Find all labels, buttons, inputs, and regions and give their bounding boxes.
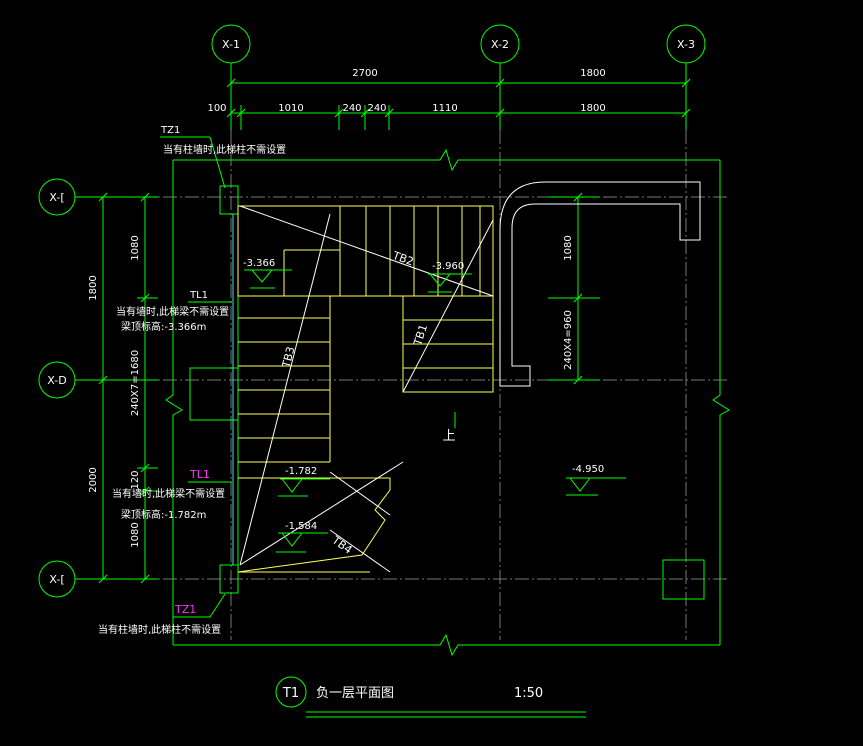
- title-tag: T1: [282, 686, 299, 701]
- svg-text:X-3: X-3: [677, 38, 695, 51]
- axis-bubble-xd: X-D: [38, 361, 76, 399]
- svg-text:-3.960: -3.960: [432, 261, 464, 272]
- axis-bubble-x2: X-2: [480, 24, 520, 64]
- svg-text:-4.950: -4.950: [572, 464, 604, 475]
- svg-text:X-[: X-[: [49, 573, 64, 586]
- shaft-outline: [499, 181, 701, 387]
- svg-text:X-2: X-2: [491, 38, 509, 51]
- svg-text:TL1: TL1: [189, 468, 210, 481]
- label-up: 上: [442, 429, 455, 444]
- stair-landing-top: [237, 205, 494, 297]
- title-name: 负一层平面图: [316, 686, 394, 701]
- stair-wall: [232, 186, 239, 593]
- svg-text:TL1: TL1: [189, 290, 208, 301]
- dim-1110: 1110: [432, 103, 457, 114]
- svg-text:当有墙时,此梯梁不需设置: 当有墙时,此梯梁不需设置: [116, 305, 229, 318]
- dim-240b: 240: [367, 103, 386, 114]
- dim-120: 120: [130, 470, 141, 489]
- svg-text:梁顶标高:-1.782m: 梁顶标高:-1.782m: [121, 508, 206, 521]
- label-tb2: TB2: [390, 249, 415, 269]
- dim-2000-left: 2000: [88, 467, 99, 492]
- left-dimensions: 1800 2000 1080 240X7=1680 120 1080: [75, 192, 158, 584]
- svg-text:TZ1: TZ1: [174, 603, 196, 616]
- stair-run-lines: [239, 205, 494, 573]
- drawing-title: T1 负一层平面图 1:50: [275, 676, 586, 718]
- axis-bubble-xe-bottom: X-[: [38, 560, 76, 598]
- svg-text:-1.584: -1.584: [285, 521, 317, 532]
- stair-flight-bottom: [237, 477, 391, 573]
- elevation-marker-3: -1.782: [278, 466, 330, 497]
- dim-1010: 1010: [278, 103, 303, 114]
- annotation-tz1-bottom: TZ1 当有柱墙时,此梯柱不需设置: [98, 593, 226, 636]
- svg-text:-1.782: -1.782: [285, 466, 317, 477]
- label-tb4: TB4: [329, 533, 355, 557]
- stair-flight-right: [402, 295, 494, 393]
- column-right-bottom: [662, 559, 705, 600]
- dim-steps-left: 240X7=1680: [130, 350, 141, 416]
- outer-wall: [165, 148, 730, 657]
- dim-100: 100: [207, 103, 226, 114]
- svg-text:X-D: X-D: [47, 374, 66, 387]
- dim-1080-lower: 1080: [130, 522, 141, 547]
- svg-text:梁顶标高:-3.366m: 梁顶标高:-3.366m: [121, 320, 206, 333]
- dim-240a: 240: [342, 103, 361, 114]
- axis-bubble-x3: X-3: [666, 24, 706, 64]
- axis-bubble-x1: X-1: [211, 24, 251, 64]
- elevation-marker-1: -3.366: [243, 258, 292, 289]
- column-tz1-top: [219, 185, 239, 215]
- dim-1800: 1800: [580, 103, 605, 114]
- svg-text:当有柱墙时,此梯柱不需设置: 当有柱墙时,此梯柱不需设置: [98, 623, 221, 636]
- title-scale: 1:50: [514, 686, 543, 701]
- svg-text:当有墙时,此梯梁不需设置: 当有墙时,此梯梁不需设置: [112, 487, 225, 500]
- svg-text:当有柱墙时,此梯柱不需设置: 当有柱墙时,此梯柱不需设置: [163, 143, 286, 156]
- svg-text:TZ1: TZ1: [160, 125, 180, 136]
- svg-text:-3.366: -3.366: [243, 258, 275, 269]
- dim-1800-overall: 1800: [580, 68, 605, 79]
- right-dimensions: 1080 240X4=960: [548, 192, 600, 385]
- stair-flight-left: [238, 295, 340, 463]
- dim-1080-upper: 1080: [130, 235, 141, 260]
- svg-text:X-1: X-1: [222, 38, 240, 51]
- label-tb3: TB3: [279, 345, 297, 370]
- dim-2700: 2700: [352, 68, 377, 79]
- dim-1800-left: 1800: [88, 275, 99, 300]
- axis-bubble-xe-top: X-[: [38, 178, 76, 216]
- dim-1080-right: 1080: [563, 235, 574, 260]
- elevation-marker-5: -4.950: [566, 464, 626, 496]
- elevation-marker-4: -1.584: [276, 521, 328, 553]
- annotation-tl1-upper: TL1 当有墙时,此梯梁不需设置 梁顶标高:-3.366m: [116, 290, 232, 333]
- top-dimensions: 2700 1800 100 1010 240 240 1110 1800: [207, 63, 691, 130]
- dim-steps-right: 240X4=960: [563, 310, 574, 370]
- annotation-tl1-lower: TL1 当有墙时,此梯梁不需设置 梁顶标高:-1.782m: [112, 468, 232, 521]
- annotation-tz1-top: TZ1 当有柱墙时,此梯柱不需设置: [160, 125, 286, 189]
- svg-text:X-[: X-[: [49, 191, 64, 204]
- elevation-marker-2: -3.960: [428, 261, 472, 293]
